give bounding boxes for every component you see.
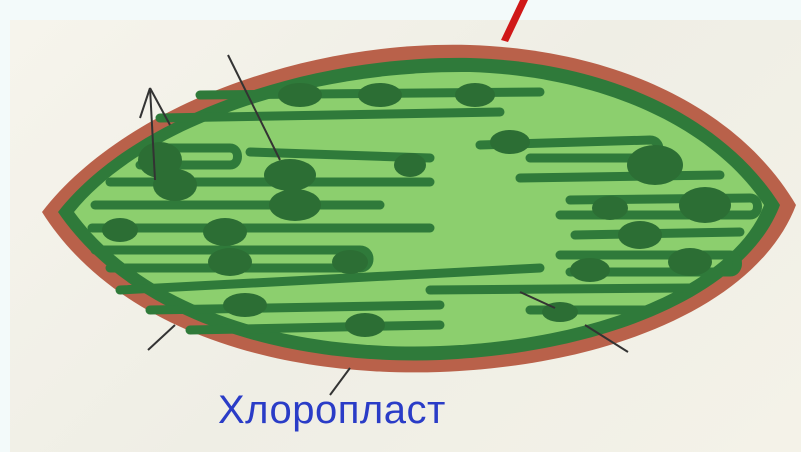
granum: [455, 83, 495, 107]
granum: [278, 83, 322, 107]
granum: [592, 196, 628, 220]
red-accent-mark: [501, 0, 528, 42]
granum: [345, 313, 385, 337]
granum: [153, 169, 197, 201]
granum: [264, 159, 316, 191]
granum: [269, 189, 321, 221]
granum: [490, 130, 530, 154]
granum: [627, 145, 683, 185]
granum: [618, 221, 662, 249]
granum: [394, 153, 426, 177]
granum: [223, 293, 267, 317]
granum: [679, 187, 731, 223]
granum: [208, 248, 252, 276]
granum: [668, 248, 712, 276]
granum: [332, 250, 368, 274]
granum: [102, 218, 138, 242]
diagram-caption: Хлоропласт: [218, 388, 446, 433]
leader-line: [148, 325, 175, 350]
leader-line: [140, 88, 150, 118]
granum: [570, 258, 610, 282]
granum: [358, 83, 402, 107]
granum: [203, 218, 247, 246]
